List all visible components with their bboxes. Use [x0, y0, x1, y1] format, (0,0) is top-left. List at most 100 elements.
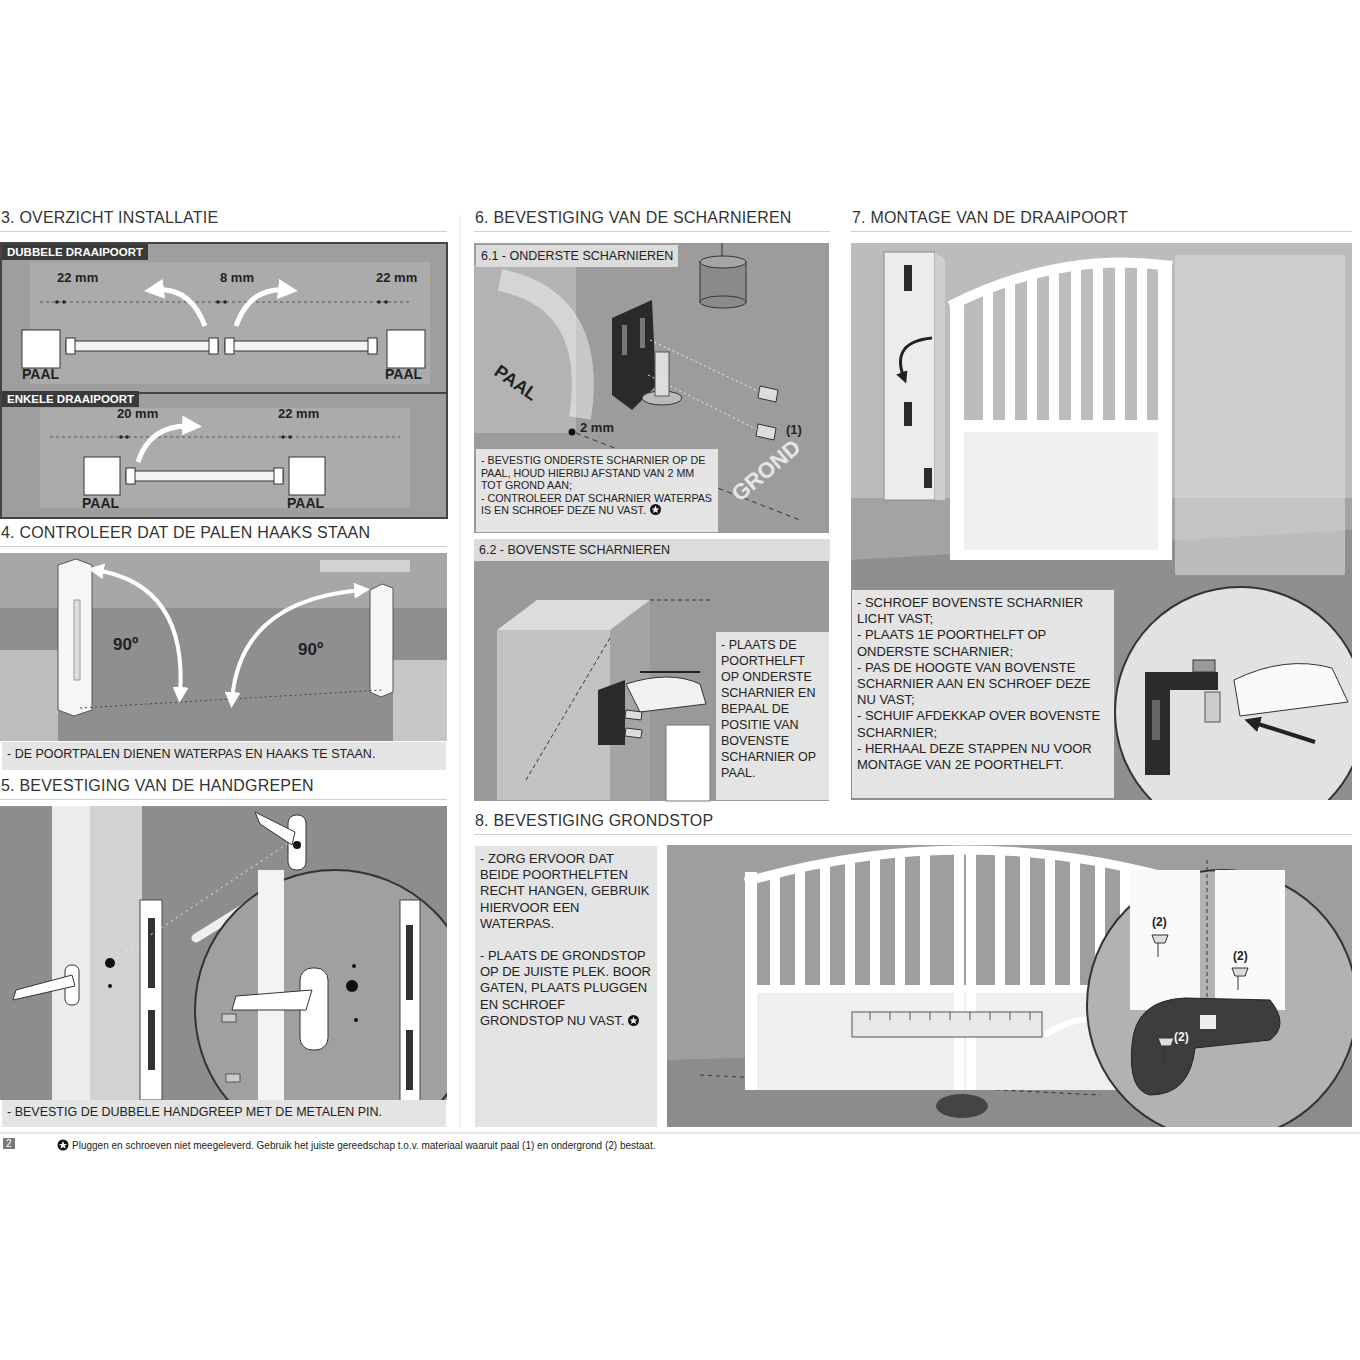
- page-number: 2: [3, 1138, 15, 1149]
- text-block: 6.2 - BOVENSTE SCHARNIEREN: [474, 539, 830, 561]
- handle-drawing: [352, 964, 356, 968]
- sub-panel: 6.2 - BOVENSTE SCHARNIEREN- PLAATS DE PO…: [474, 539, 830, 801]
- text-block: - PAS DE HOOGTE VAN BOVENSTE SCHARNIER A…: [857, 660, 1109, 709]
- text-block: - PLAATS 1E POORTHELFT OP ONDERSTE SCHAR…: [857, 627, 1109, 659]
- note-text: - BEVESTIG ONDERSTE SCHARNIER OP DE PAAL…: [481, 454, 705, 491]
- lower-hinge-drawing: [640, 318, 645, 348]
- gate-mounting-drawing: [851, 240, 1360, 837]
- ground-stop-drawing: [1152, 935, 1168, 957]
- text-block: - SCHROEF BOVENSTE SCHARNIER LICHT VAST;: [857, 595, 1109, 627]
- text-block: 4. CONTROLEER DAT DE PALEN HAAKS STAAN: [0, 523, 447, 547]
- gate-mounting-drawing: [935, 252, 945, 500]
- callout-number: (2): [1233, 950, 1248, 963]
- dimension-label: 22 mm: [278, 407, 319, 421]
- tab-text: ENKELE DRAAIPOORT: [7, 393, 134, 405]
- lower-hinge-drawing: [756, 424, 776, 440]
- ground-stop-drawing: [1200, 1015, 1216, 1029]
- section-panel: 8. BEVESTIGING GRONDSTOP - ZORG ERVOOR DA…: [474, 811, 1352, 1128]
- gate-mounting-drawing: [901, 338, 933, 378]
- section-panel: 7. MONTAGE VAN DE DRAAIPOORT- SCHROEF BO…: [851, 208, 1352, 802]
- overview-drawing: [274, 468, 283, 484]
- ground-stop-drawing: [845, 820, 855, 992]
- overview-drawing: [126, 468, 135, 484]
- ground-stop-drawing: [1087, 870, 1352, 1127]
- overview-drawing: [125, 435, 129, 439]
- handle-drawing: [195, 870, 447, 1100]
- upper-hinge-drawing: [474, 539, 829, 801]
- note-box: - SCHROEF BOVENSTE SCHARNIER LICHT VAST;…: [852, 590, 1114, 798]
- lower-hinge-drawing: [655, 352, 669, 396]
- separator-line: [0, 1133, 1360, 1134]
- posts-drawing: [74, 600, 80, 680]
- heading-text: 4. CONTROLEER DAT DE PALEN HAAKS STAAN: [1, 524, 370, 541]
- text-block: 8. BEVESTIGING GRONDSTOP: [474, 811, 1352, 835]
- handle-drawing: [400, 900, 420, 1100]
- gate-mounting-drawing: [1175, 255, 1345, 575]
- overview-drawing: [1, 243, 447, 518]
- heading-text: 6.2 - BOVENSTE SCHARNIEREN: [479, 543, 670, 557]
- handle-drawing: [108, 984, 112, 988]
- text-block: - PLAATS DE GRONDSTOP OP DE JUISTE PLEK.…: [480, 948, 652, 1029]
- ground-stop-drawing: [895, 820, 905, 992]
- overview-drawing: [281, 435, 285, 439]
- gate-mounting-drawing: [1158, 265, 1172, 560]
- text-block: 3. OVERZICHT INSTALLATIE: [0, 208, 447, 232]
- ground-stop-drawing: [1158, 1038, 1174, 1062]
- handle-drawing: [148, 918, 155, 988]
- section-panel: 6. BEVESTIGING VAN DE SCHARNIEREN6.1 - O…: [474, 208, 830, 802]
- overview-drawing: [236, 290, 288, 326]
- ground-stop-drawing: [1130, 870, 1200, 1010]
- text-block: DUBBELE DRAAIPOORT: [7, 245, 143, 259]
- upper-hinge-drawing: [497, 600, 650, 630]
- ground-stop-drawing: [1232, 968, 1248, 990]
- gate-mounting-drawing: [1234, 664, 1348, 716]
- dimension-label: 22 mm: [376, 271, 417, 285]
- handle-drawing: [105, 958, 115, 968]
- text-block: - ZORG ERVOOR DAT BEIDE POORTHELFTEN REC…: [480, 851, 652, 932]
- upper-hinge-drawing: [625, 728, 642, 738]
- overview-drawing: [126, 471, 283, 481]
- overview-drawing: [62, 300, 66, 304]
- gate-mounting-drawing: [950, 262, 1172, 306]
- angle-label: 90º: [113, 636, 138, 655]
- section-panel: 4. CONTROLEER DAT DE PALEN HAAKS STAAN- …: [0, 523, 447, 772]
- separator-line: [59, 1141, 67, 1149]
- section-panel: 3. OVERZICHT INSTALLATIE DUBBELE DRAAIPOO…: [0, 208, 447, 520]
- gate-mounting-drawing: [924, 468, 932, 488]
- lower-hinge-drawing: [474, 243, 829, 533]
- upper-hinge-drawing: [497, 630, 610, 800]
- lower-hinge-drawing: [474, 243, 829, 533]
- handle-drawing: [293, 841, 301, 849]
- gate-mounting-drawing: [904, 265, 912, 291]
- upper-hinge-drawing: [640, 671, 700, 673]
- handle-drawing: [52, 806, 90, 1100]
- note-box: - ZORG ERVOOR DAT BEIDE POORTHELFTEN REC…: [475, 846, 657, 1127]
- gate-mounting-drawing: [1115, 240, 1125, 430]
- separator-line: [0, 215, 1360, 1151]
- ground-stop-drawing: [995, 820, 1005, 992]
- overview-drawing: [288, 435, 292, 439]
- note-text: - CONTROLEER DAT SCHARNIER WATERPAS IS E…: [481, 492, 712, 517]
- text-block: 5. BEVESTIGING VAN DE HANDGREPEN: [0, 776, 447, 800]
- posts-drawing: [393, 660, 447, 741]
- ground-stop-drawing: [745, 850, 1185, 882]
- overview-drawing: [138, 426, 192, 462]
- posts-drawing: [232, 590, 362, 700]
- heading-text: 6. BEVESTIGING VAN DE SCHARNIEREN: [475, 209, 792, 226]
- text-block: - SCHUIF AFDEKKAP OVER BOVENSTE SCHARNIE…: [857, 708, 1109, 740]
- overview-drawing: [66, 341, 218, 351]
- heading-text: 3. OVERZICHT INSTALLATIE: [1, 209, 218, 226]
- ground-stop-drawing: [1045, 820, 1055, 992]
- ground-stop-drawing: [667, 820, 1357, 1140]
- overview-drawing: [84, 457, 120, 495]
- ground-stop-drawing: [936, 1094, 988, 1118]
- overview-drawing: [216, 300, 220, 304]
- handle-drawing: [258, 870, 284, 1100]
- note-text: - PAS DE HOOGTE VAN BOVENSTE SCHARNIER A…: [857, 660, 1090, 707]
- dimension-label: 22 mm: [57, 271, 98, 285]
- ground-stop-drawing: [1131, 998, 1280, 1095]
- ground-stop-drawing: [820, 820, 830, 992]
- upper-hinge-drawing: [526, 638, 610, 780]
- overview-drawing: [377, 300, 381, 304]
